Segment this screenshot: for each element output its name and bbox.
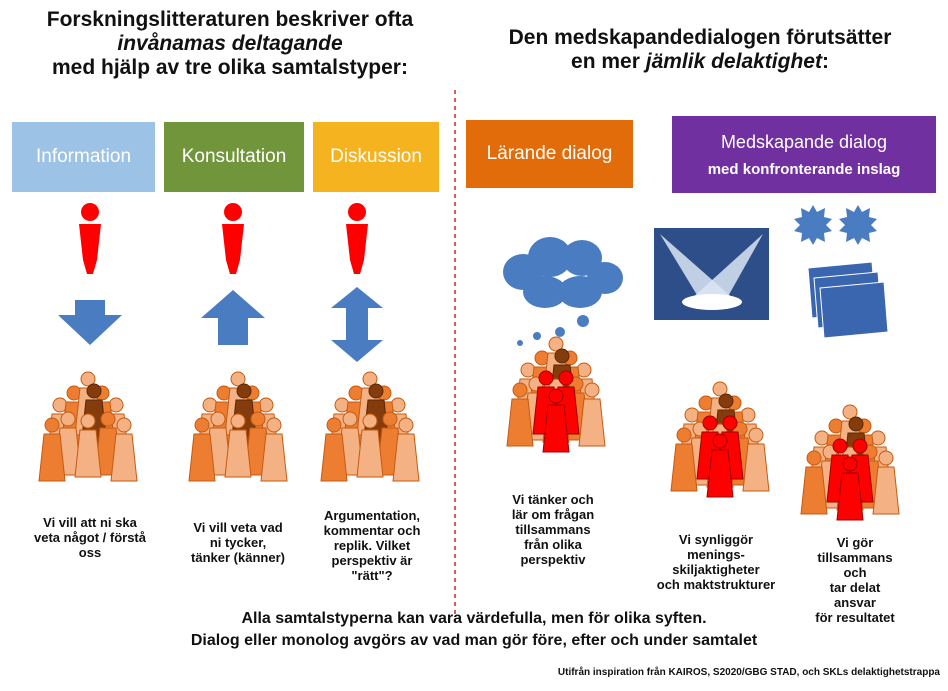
caption-line: menings- bbox=[687, 547, 745, 562]
caption-line: och maktstrukturer bbox=[656, 577, 776, 592]
caption-line: perspektiv är bbox=[331, 553, 413, 568]
caption-line: tänker (känner) bbox=[191, 550, 285, 565]
konsultation-box: Konsultation bbox=[164, 122, 304, 192]
caption-diskussion: Argumentation, kommentar och replik. Vil… bbox=[310, 508, 434, 583]
crowd-icon-diskussion bbox=[321, 372, 419, 481]
caption-line: lär om frågan bbox=[511, 507, 595, 522]
bottom-text-line2: Dialog eller monolog avgörs av vad man g… bbox=[190, 632, 758, 649]
gear-icon bbox=[794, 205, 877, 245]
arrow-up-icon bbox=[201, 290, 265, 345]
arrow-down-icon bbox=[58, 300, 122, 345]
caption-line: ansvar bbox=[834, 595, 876, 610]
caption-line: tillsammans bbox=[817, 550, 893, 565]
diskussion-box: Diskussion bbox=[313, 122, 439, 192]
caption-line: för resultatet bbox=[815, 610, 895, 625]
person-icon-diskussion bbox=[346, 203, 368, 274]
larande-box: Lärande dialog bbox=[466, 120, 633, 188]
crowd-icon-gor bbox=[801, 405, 899, 520]
caption-line: och bbox=[843, 565, 867, 580]
cloud-icon bbox=[503, 237, 623, 346]
spotlight-icon bbox=[654, 228, 769, 320]
right-heading-line2: en mer jämlik delaktighet: bbox=[470, 50, 930, 74]
caption-line: veta något / förstå bbox=[34, 530, 146, 545]
caption-line: Vi vill att ni ska bbox=[43, 515, 137, 530]
right-heading-line1: Den medskapandedialogen förutsätter bbox=[508, 26, 892, 49]
caption-line: tar delat bbox=[829, 580, 881, 595]
caption-line: Vi vill veta vad bbox=[193, 520, 283, 535]
arrow-updown-icon bbox=[331, 287, 383, 362]
right-heading-prefix: en mer bbox=[571, 50, 646, 73]
crowd-icon-konsultation bbox=[189, 372, 287, 481]
caption-line: skiljaktigheter bbox=[672, 562, 760, 577]
right-heading: Den medskapandedialogen förutsätter en m… bbox=[470, 26, 930, 74]
caption-line: tillsammans bbox=[515, 522, 591, 537]
information-box: Information bbox=[12, 122, 155, 192]
bottom-text: Alla samtalstyperna kan vara värdefulla,… bbox=[0, 608, 948, 652]
person-icon-konsultation bbox=[222, 203, 244, 274]
caption-line: Vi tänker och bbox=[512, 492, 594, 507]
medskapande-sub: med konfronterande inslag bbox=[707, 160, 901, 178]
bottom-text-line1: Alla samtalstyperna kan vara värdefulla,… bbox=[241, 610, 707, 627]
caption-line: kommentar och bbox=[323, 523, 421, 538]
crowd-icon-information bbox=[39, 372, 137, 481]
crowd-icon-larande bbox=[507, 337, 605, 452]
caption-information: Vi vill att ni ska veta något / förstå o… bbox=[22, 515, 158, 560]
larande-label: Lärande dialog bbox=[486, 143, 613, 164]
caption-line: "rätt"? bbox=[351, 568, 393, 583]
caption-line: ni tycker, bbox=[209, 535, 267, 550]
caption-line: Vi synliggör bbox=[678, 532, 754, 547]
caption-line: Vi gör bbox=[836, 535, 874, 550]
left-heading: Forskningslitteraturen beskriver ofta in… bbox=[20, 8, 440, 80]
caption-line: från olika bbox=[524, 537, 582, 552]
caption-line: replik. Vilket bbox=[333, 538, 411, 553]
diskussion-label: Diskussion bbox=[330, 146, 422, 167]
caption-line: perspektiv bbox=[520, 552, 586, 567]
konsultation-label: Konsultation bbox=[181, 146, 287, 167]
caption-larande: Vi tänker och lär om frågan tillsammans … bbox=[488, 492, 618, 567]
right-heading-italic: jämlik delaktighet bbox=[645, 50, 822, 73]
caption-line: oss bbox=[78, 545, 102, 560]
documents-icon bbox=[807, 261, 889, 339]
left-heading-line1: Forskningslitteraturen beskriver ofta bbox=[46, 8, 414, 31]
caption-gor: Vi gör tillsammans och tar delat ansvar … bbox=[800, 535, 910, 625]
medskapande-label: Medskapande dialog bbox=[720, 131, 888, 152]
crowd-icon-synliggor bbox=[671, 382, 769, 497]
caption-line: Argumentation, bbox=[323, 508, 421, 523]
left-heading-line2: invånamas deltagande bbox=[117, 32, 343, 55]
person-icon-information bbox=[79, 203, 101, 274]
right-heading-suffix: : bbox=[821, 50, 829, 73]
information-label: Information bbox=[35, 146, 132, 167]
caption-synliggor: Vi synliggör menings- skiljaktigheter oc… bbox=[648, 532, 784, 592]
left-heading-line3: med hjälp av tre olika samtalstyper: bbox=[52, 56, 408, 79]
medskapande-box: Medskapande dialog med konfronterande in… bbox=[672, 116, 936, 193]
caption-konsultation: Vi vill veta vad ni tycker, tänker (känn… bbox=[178, 520, 298, 565]
credit-text: Utifrån inspiration från KAIROS, S2020/G… bbox=[557, 667, 940, 678]
